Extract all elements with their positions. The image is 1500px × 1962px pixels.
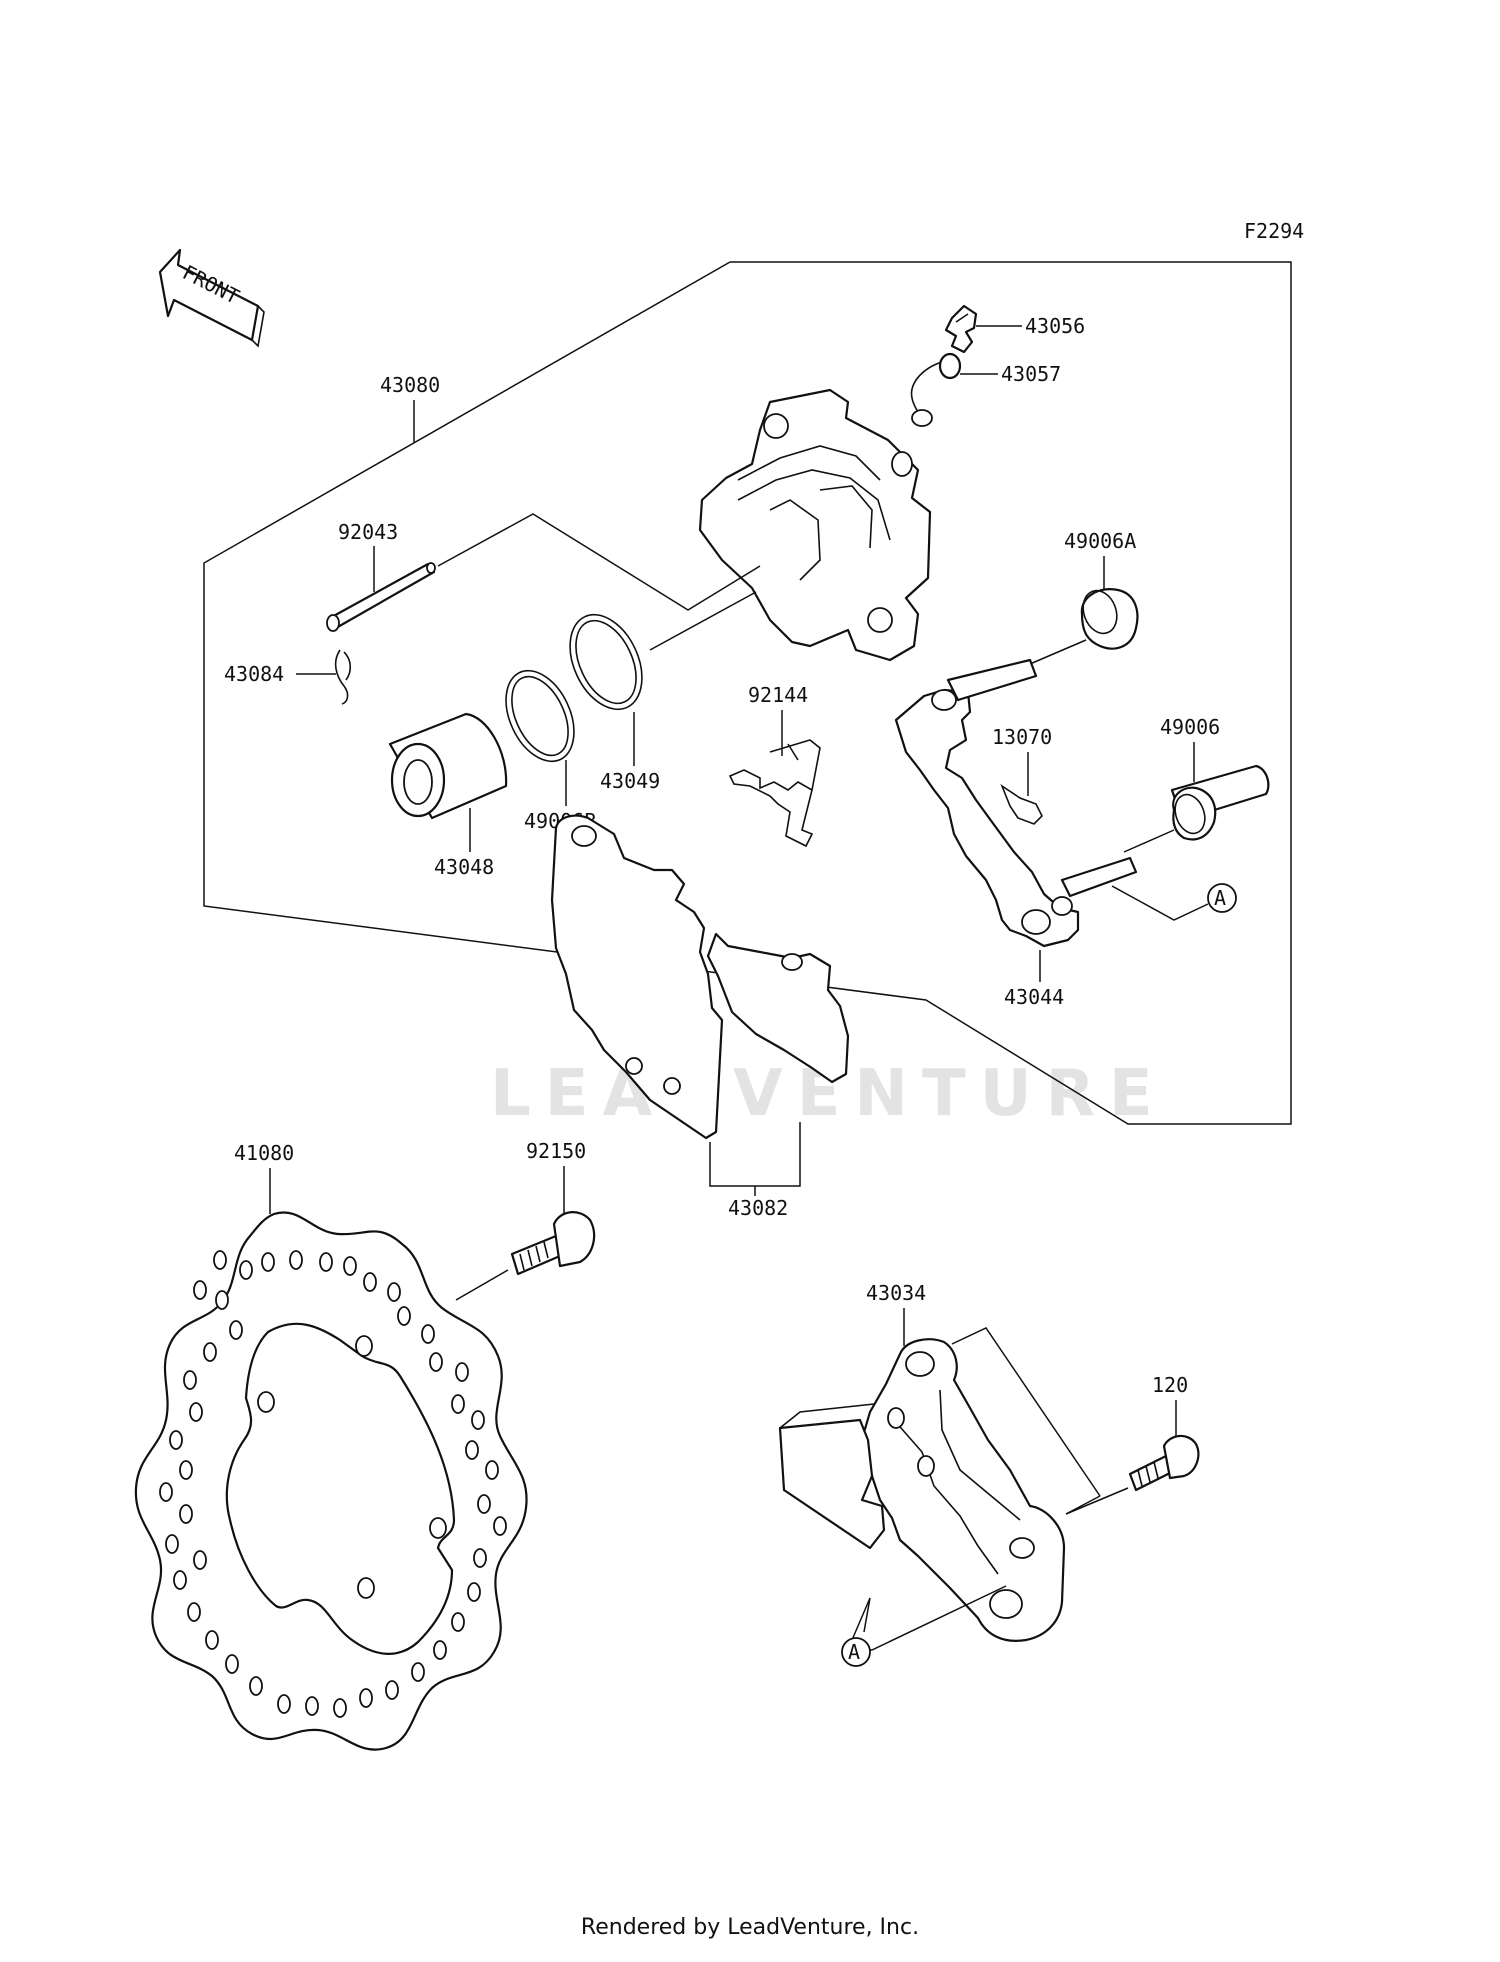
- boot-49006A: [1080, 588, 1139, 650]
- label-41080: 41080: [234, 1141, 294, 1165]
- label-43080: 43080: [380, 373, 440, 397]
- label-43082: 43082: [728, 1196, 788, 1220]
- front-arrow-icon: FRONT: [158, 248, 265, 348]
- figure-code: F2294: [1244, 219, 1304, 243]
- reference-marker-a-top: A: [1207, 883, 1237, 913]
- brake-disc: [134, 1211, 528, 1751]
- label-92144: 92144: [748, 683, 808, 707]
- label-92150: 92150: [526, 1139, 586, 1163]
- bleeder-cap: [910, 352, 962, 427]
- label-13070: 13070: [992, 725, 1052, 749]
- label-43048: 43048: [434, 855, 494, 879]
- footer-credit: Rendered by LeadVenture, Inc.: [580, 1915, 920, 1940]
- caliper-body: [698, 388, 932, 662]
- label-43049: 43049: [600, 769, 660, 793]
- caliper-bracket: [894, 658, 1138, 948]
- svg-text:A: A: [1214, 886, 1226, 910]
- label-43084: 43084: [224, 662, 284, 686]
- svg-text:A: A: [848, 1640, 860, 1664]
- label-49006A: 49006A: [1064, 529, 1136, 553]
- label-43044: 43044: [1004, 985, 1064, 1009]
- disc-bolt: [510, 1211, 596, 1276]
- reference-marker-a-bottom: A: [841, 1637, 871, 1667]
- bracket-pin-13070: [1000, 783, 1043, 825]
- brake-pad-right: [706, 932, 850, 1084]
- dust-seal: [569, 613, 643, 711]
- piston-seal: [505, 669, 575, 763]
- label-43034: 43034: [866, 1281, 926, 1305]
- pad-spring: [728, 739, 821, 848]
- caliper-pin: [326, 562, 436, 632]
- bleeder-valve: [944, 304, 978, 354]
- caliper-piston: [388, 712, 508, 820]
- label-92043: 92043: [338, 520, 398, 544]
- label-49006: 49006: [1160, 715, 1220, 739]
- label-43056: 43056: [1025, 314, 1085, 338]
- brake-pad-left: [550, 814, 724, 1140]
- assembly-outline: [203, 261, 1292, 1125]
- caliper-mount-bracket: [778, 1338, 1066, 1642]
- mount-bolt: [1128, 1434, 1200, 1492]
- disc-vent-holes: [159, 1250, 507, 1718]
- label-43057: 43057: [1001, 362, 1061, 386]
- pin-clip: [334, 649, 352, 705]
- label-120: 120: [1152, 1373, 1188, 1397]
- boot-49006: [1170, 764, 1270, 841]
